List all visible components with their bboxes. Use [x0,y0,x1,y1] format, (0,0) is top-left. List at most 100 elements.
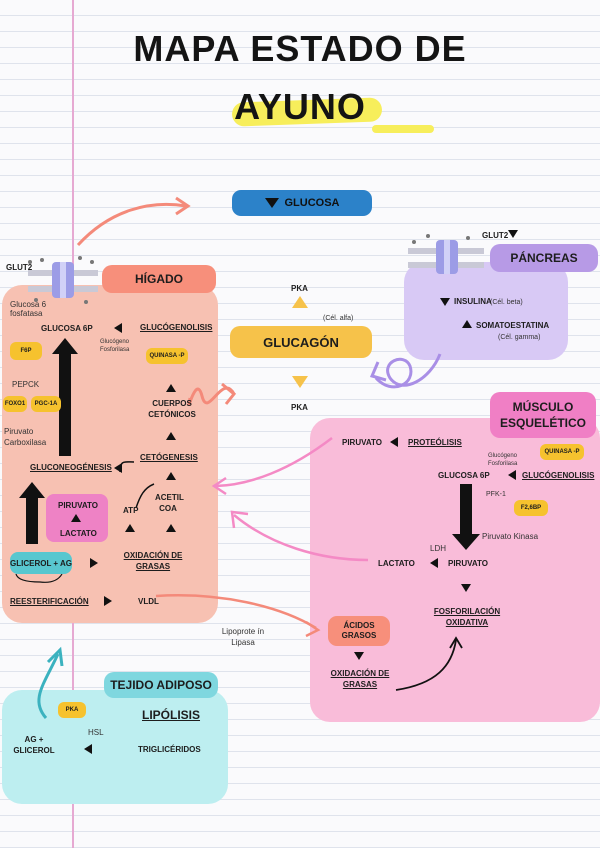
lipolisis: LIPÓLISIS [142,708,201,722]
higado-header-label: HÍGADO [135,272,183,286]
glucagon-label: GLUCAGÓN [263,334,339,350]
acidos-grasos-label: ÁCIDOS GRASOS [341,621,377,640]
pancreas-glut2-membrane-icon [408,234,484,274]
piruvato-carboxilasa: Piruvato Carboxilasa [4,427,47,447]
higado-oxidacion-grasas: OXIDACIÓN DE GRASAS [123,551,183,571]
lipoproteina-lipasa: Lipoprote ín Lipasa [221,627,265,647]
pgc1a-label: PGC-1A [34,401,58,407]
higado-glucogenolisis: GLUCÓGENOLISIS [140,323,213,332]
up-arrow-icon [166,472,176,480]
quinasa-p-label: QUINASA -P [544,449,580,455]
f26bp-badge: F2,6BP [514,500,548,516]
right-arrow-icon [104,596,112,606]
musculo-oxidacion-grasas: OXIDACIÓN DE GRASAS [330,669,390,689]
down-arrow-icon [354,652,364,660]
glucosa6-fosfatasa: Glucosa 6 fosfatasa [10,300,47,318]
foxo1-label: FOXO1 [4,401,26,407]
adiposo-header: TEJIDO ADIPOSO [104,672,218,698]
higado-lactato: LACTATO [60,529,97,538]
pfk1: PFK-1 [486,491,506,498]
left-arrow-icon [430,558,438,568]
cetogenesis: CETÓGENESIS [140,453,198,462]
trigliceridos: TRIGLICÉRIDOS [138,745,201,754]
glicerol-ag-label: GLICEROL + AG [10,558,73,568]
pka-down-arrow-icon [292,376,308,388]
atp: ATP [123,506,139,515]
musculo-header-line2: ESQUELÉTICO [499,416,586,430]
vldl: VLDL [138,597,159,606]
down-arrow-icon [461,584,471,592]
glucagon-box: GLUCAGÓN [230,326,372,358]
musculo-piruvato-top: PIRUVATO [342,438,383,447]
higado-piruvato: PIRUVATO [58,501,99,510]
fosforilacion-oxidativa: FOSFORILACIÓN OXIDATIVA [433,607,501,627]
f6p-label: F6P [20,348,32,354]
musculo-lactato: LACTATO [378,559,415,568]
reesterificacion: REESTERIFICACIÓN [10,597,89,606]
hsl: HSL [88,728,104,737]
musculo-glucogenolisis: GLUCÓGENOLISIS [522,471,595,480]
up-arrow-icon [166,432,176,440]
pepck: PEPCK [12,380,40,389]
down-arrow-icon [440,298,450,306]
ldh: LDH [430,544,447,553]
higado-header: HÍGADO [102,265,216,293]
higado-quinasa-p: QUINASA -P [146,348,188,364]
pancreas-header-label: PÁNCREAS [510,251,578,265]
higado-glucogeno-fosforilasa: Glucógeno Fosforilasa [100,339,130,353]
pancreas-header: PÁNCREAS [490,244,598,272]
up-arrow-icon [125,524,135,532]
somatostatina-cell: (Cél. gamma) [498,334,541,341]
musculo-card [310,418,600,722]
cuerpos-cetonicos: CUERPOS CETÓNICOS [148,399,196,419]
right-arrow-icon [90,558,98,568]
gluconeogenesis: GLUCONEOGÉNESIS [30,463,112,472]
somatostatina: SOMATOESTATINA [476,321,550,330]
glucosa-label: GLUCOSA [284,197,340,209]
down-arrow-icon [264,198,279,208]
quinasa-p-label: QUINASA -P [149,353,185,359]
musculo-header: MÚSCULO ESQUELÉTICO [490,392,596,438]
adiposo-header-label: TEJIDO ADIPOSO [110,678,212,692]
pancreas-glut2: GLUT2 [482,231,509,240]
higado-glucosa6p: GLUCOSA 6P [41,324,93,333]
ag-glicerol: AG + GLICEROL [13,735,55,755]
acidos-grasos-box: ÁCIDOS GRASOS [328,616,390,646]
left-arrow-icon [114,323,122,333]
glucosa-box: GLUCOSA [232,190,372,216]
pka-up-arrow-icon [292,296,308,308]
up-arrow-icon [71,514,81,522]
glucagon-cell-note: (Cél. alfa) [323,315,354,322]
musculo-glucogeno-fosforilasa: Glucógeno Fosforilasa [488,453,518,467]
left-arrow-icon [508,470,516,480]
left-arrow-icon [390,437,398,447]
glicerol-ag-box: GLICEROL + AG [10,552,72,574]
musculo-glucosa6p: GLUCOSA 6P [438,471,490,480]
pancreas-card [404,262,568,360]
foxo1-badge: FOXO1 [3,396,27,412]
acetil-coa: ACETIL COA [155,493,184,513]
musculo-piruvato: PIRUVATO [448,559,489,568]
pka-top: PKA [291,284,308,293]
higado-glut2: GLUT2 [6,263,33,272]
down-arrow-icon [508,230,518,238]
musculo-quinasa-p: QUINASA -P [540,444,584,460]
up-arrow-icon [462,320,472,328]
pgc1a-badge: PGC-1A [31,396,61,412]
f6p-badge: F6P [10,342,42,360]
title-highlight-stroke [372,125,434,133]
up-arrow-icon [166,524,176,532]
pka-bottom: PKA [291,403,308,412]
higado-glut2-membrane-icon [28,256,98,304]
up-arrow-icon [166,384,176,392]
musculo-header-line1: MÚSCULO [512,400,574,414]
insulina-cell: (Cél. beta) [490,299,523,306]
page-title-line2: AYUNO [234,86,366,127]
proteolisis: PROTEÓLISIS [408,438,462,447]
left-arrow-icon [84,744,92,754]
adiposo-pka: PKA [58,702,86,718]
pka-label: PKA [65,707,79,713]
piruvato-kinasa: Piruvato Kinasa [482,532,539,541]
insulina: INSULINA [454,297,492,306]
